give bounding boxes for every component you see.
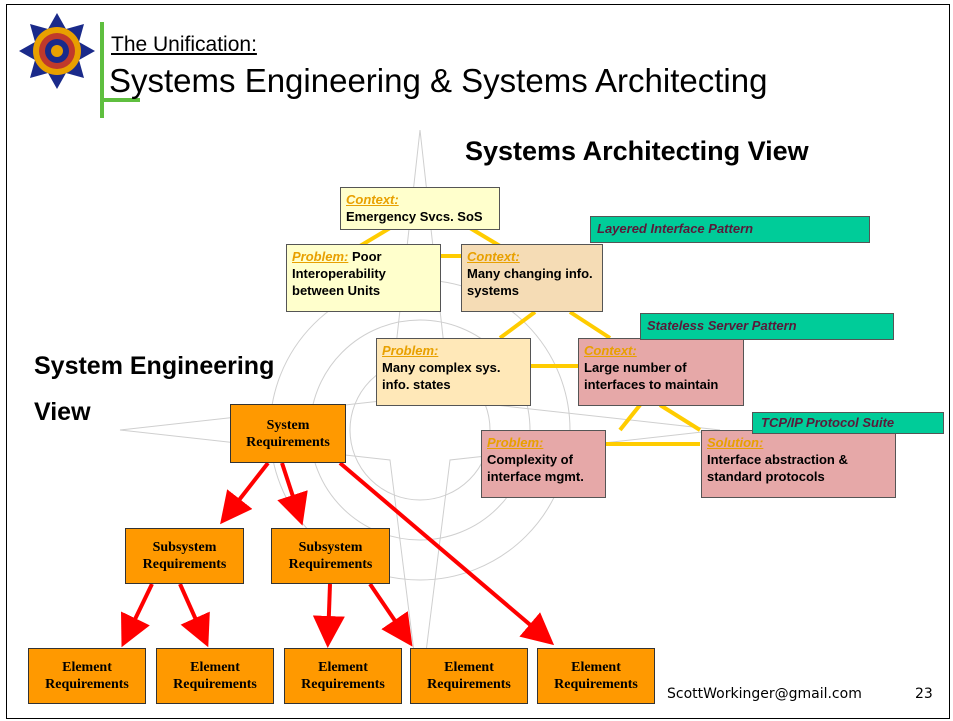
req-line2: Requirements <box>246 434 330 450</box>
context-text: Large number of interfaces to maintain <box>584 360 719 392</box>
accent-bar-horizontal <box>100 98 140 102</box>
problem-label: Problem: <box>382 343 439 358</box>
req-line2: Requirements <box>45 677 129 692</box>
context-label: Context: <box>346 192 399 207</box>
problem-text: Complexity of interface mgmt. <box>487 452 584 484</box>
req-line2: Requirements <box>427 677 511 692</box>
context-text: Many changing info. systems <box>467 266 593 298</box>
req-line1: Element <box>444 660 494 675</box>
problem-box-complex-states: Problem: Many complex sys. info. states <box>376 338 531 406</box>
problem-label: Problem: <box>292 249 349 264</box>
problem-box-interoperability: Problem: Poor Interoperability between U… <box>286 244 441 312</box>
engineering-heading-view: View <box>34 398 91 426</box>
context-box-interfaces: Context: Large number of interfaces to m… <box>578 338 744 406</box>
engineering-heading: System Engineering <box>34 352 275 380</box>
problem-label: Problem: <box>487 435 544 450</box>
context-label: Context: <box>584 343 637 358</box>
slide-title: Systems Engineering & Systems Architecti… <box>109 62 768 99</box>
architecting-heading: Systems Architecting View <box>465 136 809 166</box>
element-requirements-box-4: Element Requirements <box>410 648 528 704</box>
req-line2: Requirements <box>301 677 385 692</box>
accent-bar-vertical <box>100 22 104 118</box>
pattern-tcp-ip: TCP/IP Protocol Suite <box>752 412 944 434</box>
slide-frame <box>6 4 950 719</box>
element-requirements-box-2: Element Requirements <box>156 648 274 704</box>
req-line2: Requirements <box>142 557 227 572</box>
problem-text: Poor Interoperability between Units <box>292 249 386 298</box>
slide-kicker: The Unification: <box>111 33 257 56</box>
problem-box-interface-mgmt: Problem: Complexity of interface mgmt. <box>481 430 606 498</box>
req-line2: Requirements <box>288 557 373 572</box>
solution-label: Solution: <box>707 435 764 450</box>
req-line1: Subsystem <box>298 540 363 555</box>
solution-text: Interface abstraction & standard protoco… <box>707 452 848 484</box>
req-line1: Element <box>571 660 621 675</box>
subsystem-requirements-box-2: Subsystem Requirements <box>271 528 390 584</box>
req-line1: System <box>266 417 310 433</box>
subsystem-requirements-box-1: Subsystem Requirements <box>125 528 244 584</box>
req-line2: Requirements <box>173 677 257 692</box>
req-line2: Requirements <box>554 677 638 692</box>
pattern-layered-interface: Layered Interface Pattern <box>590 216 870 243</box>
pattern-stateless-server: Stateless Server Pattern <box>640 313 894 340</box>
element-requirements-box-1: Element Requirements <box>28 648 146 704</box>
element-requirements-box-5: Element Requirements <box>537 648 655 704</box>
req-line1: Element <box>190 660 240 675</box>
system-requirements-box: System Requirements <box>230 404 346 463</box>
page-number: 23 <box>915 686 933 702</box>
context-label: Context: <box>467 249 520 264</box>
req-line1: Subsystem <box>152 540 217 555</box>
footer-email: ScottWorkinger@gmail.com <box>667 686 862 702</box>
university-logo <box>19 13 95 89</box>
element-requirements-box-3: Element Requirements <box>284 648 402 704</box>
context-box-changing-info: Context: Many changing info. systems <box>461 244 603 312</box>
req-line1: Element <box>318 660 368 675</box>
context-text: Emergency Svcs. SoS <box>346 209 483 224</box>
req-line1: Element <box>62 660 112 675</box>
problem-text: Many complex sys. info. states <box>382 360 501 392</box>
context-box-emergency: Context: Emergency Svcs. SoS <box>340 187 500 230</box>
solution-box-protocols: Solution: Interface abstraction & standa… <box>701 430 896 498</box>
